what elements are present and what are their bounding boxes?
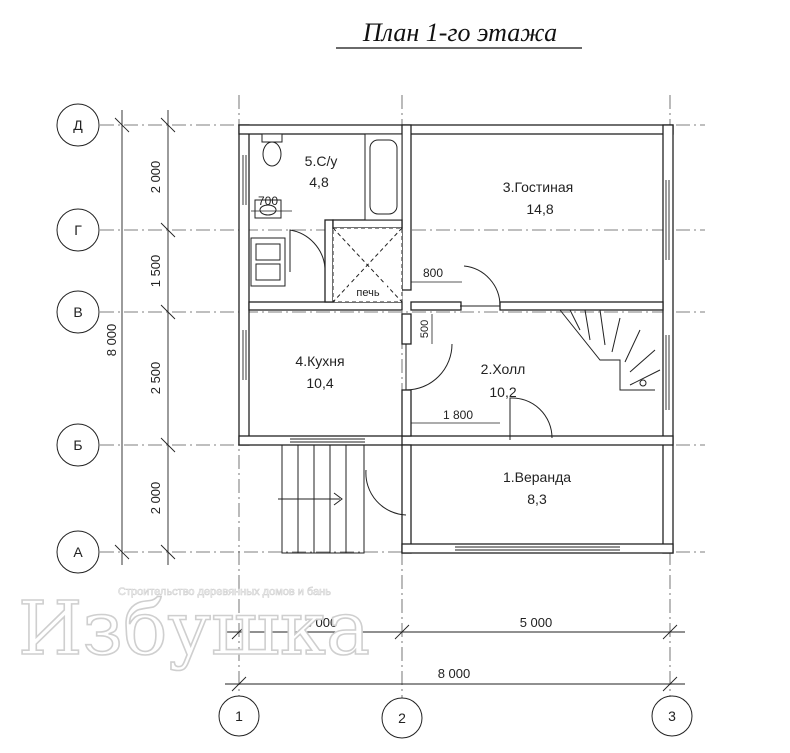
axis-label-2: 2 [398,710,406,726]
dim-500: 500 [419,320,431,338]
room-hall-name: 2.Холл [481,361,526,377]
bottom-dimension-lines [225,624,685,692]
axis-label-g: Г [74,222,82,238]
hall-staircase [559,309,661,391]
room-hall-area: 10,2 [489,384,516,400]
veranda-stairs [278,444,365,554]
room-wc-name: 5.С/у [305,153,338,169]
plan-title: План 1-го этажа [362,18,557,47]
dim-1800: 1 800 [443,408,473,422]
room-living-name: 3.Гостиная [503,179,573,195]
dim-bottom-total: 8 000 [438,666,471,681]
windows [242,155,670,551]
dim-left-seg-2: 1 500 [148,255,163,288]
room-wc-area: 4,8 [309,174,329,190]
axis-label-1: 1 [235,708,243,724]
room-veranda-area: 8,3 [527,491,547,507]
walls [238,124,674,554]
room-veranda-name: 1.Веранда [503,469,571,485]
axis-col-markers [218,695,693,739]
wc-fixtures [250,133,403,287]
dim-bottom-seg-2: 5 000 [520,615,553,630]
axis-label-3: 3 [668,708,676,724]
stove-label: печь [356,287,379,299]
dim-bottom-seg-1: 3 000 [305,615,338,630]
room-kitchen-name: 4.Кухня [295,353,344,369]
axis-label-d: Д [73,117,83,133]
doors [289,229,553,516]
left-dimension-lines [114,110,176,565]
axis-label-a: А [73,544,83,560]
watermark-brand: Избушка [18,586,370,672]
dim-left-seg-3: 2 500 [148,362,163,395]
room-living-area: 14,8 [526,201,553,217]
axis-row-markers [56,103,100,574]
dim-800: 800 [423,266,443,280]
dim-left-seg-4: 2 000 [148,482,163,515]
stove-label-bg [349,284,387,298]
axis-label-b: Б [73,437,82,453]
dim-700: 700 [258,194,278,208]
watermark-tagline: Строительство деревянных домов и бань [118,586,331,598]
interior-dimension-lines [251,210,500,424]
dim-left-total: 8 000 [104,324,119,357]
dim-left-seg-1: 2 000 [148,161,163,194]
room-kitchen-area: 10,4 [306,375,333,391]
axis-label-v: В [73,304,82,320]
